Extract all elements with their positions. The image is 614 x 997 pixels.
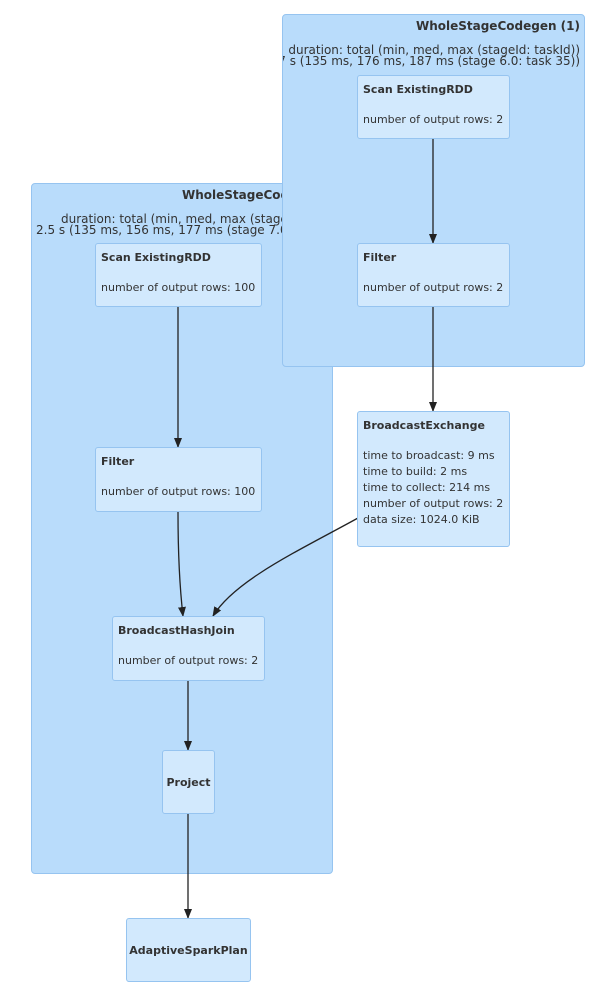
node-metric: time to build: 2 ms [363,465,468,478]
node-metrics: number of output rows: 100 [101,280,256,296]
duration-value: 2.7 s (135 ms, 176 ms, 187 ms (stage 6.0… [282,54,580,68]
node-filter-2[interactable]: Filter number of output rows: 100 [95,447,262,512]
node-metrics: number of output rows: 2 [363,112,504,128]
duration-value: 2.5 s (135 ms, 156 ms, 177 ms (stage 7.0… [36,223,333,237]
node-metric: number of output rows: 100 [101,485,256,498]
node-name: BroadcastExchange [363,419,485,432]
node-metric: number of output rows: 2 [363,113,504,126]
node-metric: data size: 1024.0 KiB [363,513,480,526]
cluster-duration-metric: duration: total (min, med, max (stageId:… [282,43,580,68]
node-broadcast-hash-join[interactable]: BroadcastHashJoin number of output rows:… [112,616,265,681]
node-broadcast-exchange[interactable]: BroadcastExchange time to broadcast: 9 m… [357,411,510,547]
node-metrics: number of output rows: 2 [118,653,259,669]
node-metric: time to collect: 214 ms [363,481,491,494]
node-name: Filter [101,455,135,468]
node-metrics: number of output rows: 2 [363,280,504,296]
node-name: Scan ExistingRDD [363,83,473,96]
node-adaptive-spark-plan[interactable]: AdaptiveSparkPlan [126,918,251,982]
cluster-duration-metric: duration: total (min, med, max (stageId:… [36,212,333,237]
node-project[interactable]: Project [162,750,215,814]
cluster-title: WholeStageCodegen (1) [415,19,580,33]
edge-broadcast-exchange-to-hash-join [212,517,359,617]
node-metric: number of output rows: 2 [363,281,504,294]
node-metric: number of output rows: 2 [363,497,504,510]
node-metrics: time to broadcast: 9 ms time to build: 2… [363,448,504,528]
node-filter-1[interactable]: Filter number of output rows: 2 [357,243,510,307]
duration-label: duration: total (min, med, max (stageId:… [288,43,580,57]
node-name: AdaptiveSparkPlan [129,943,248,957]
edge-filter2-to-hash-join [177,511,186,617]
node-metric: time to broadcast: 9 ms [363,449,495,462]
node-name: BroadcastHashJoin [118,624,235,637]
node-name: Scan ExistingRDD [101,251,211,264]
node-metric: number of output rows: 2 [118,654,259,667]
duration-label: duration: total (min, med, max (stageId:… [61,212,333,226]
node-name: Project [166,775,211,789]
node-scan-existingrdd-2[interactable]: Scan ExistingRDD number of output rows: … [95,243,262,307]
node-name: Filter [363,251,397,264]
node-metrics: number of output rows: 100 [101,484,256,500]
node-metric: number of output rows: 100 [101,281,256,294]
node-scan-existingrdd-1[interactable]: Scan ExistingRDD number of output rows: … [357,75,510,139]
